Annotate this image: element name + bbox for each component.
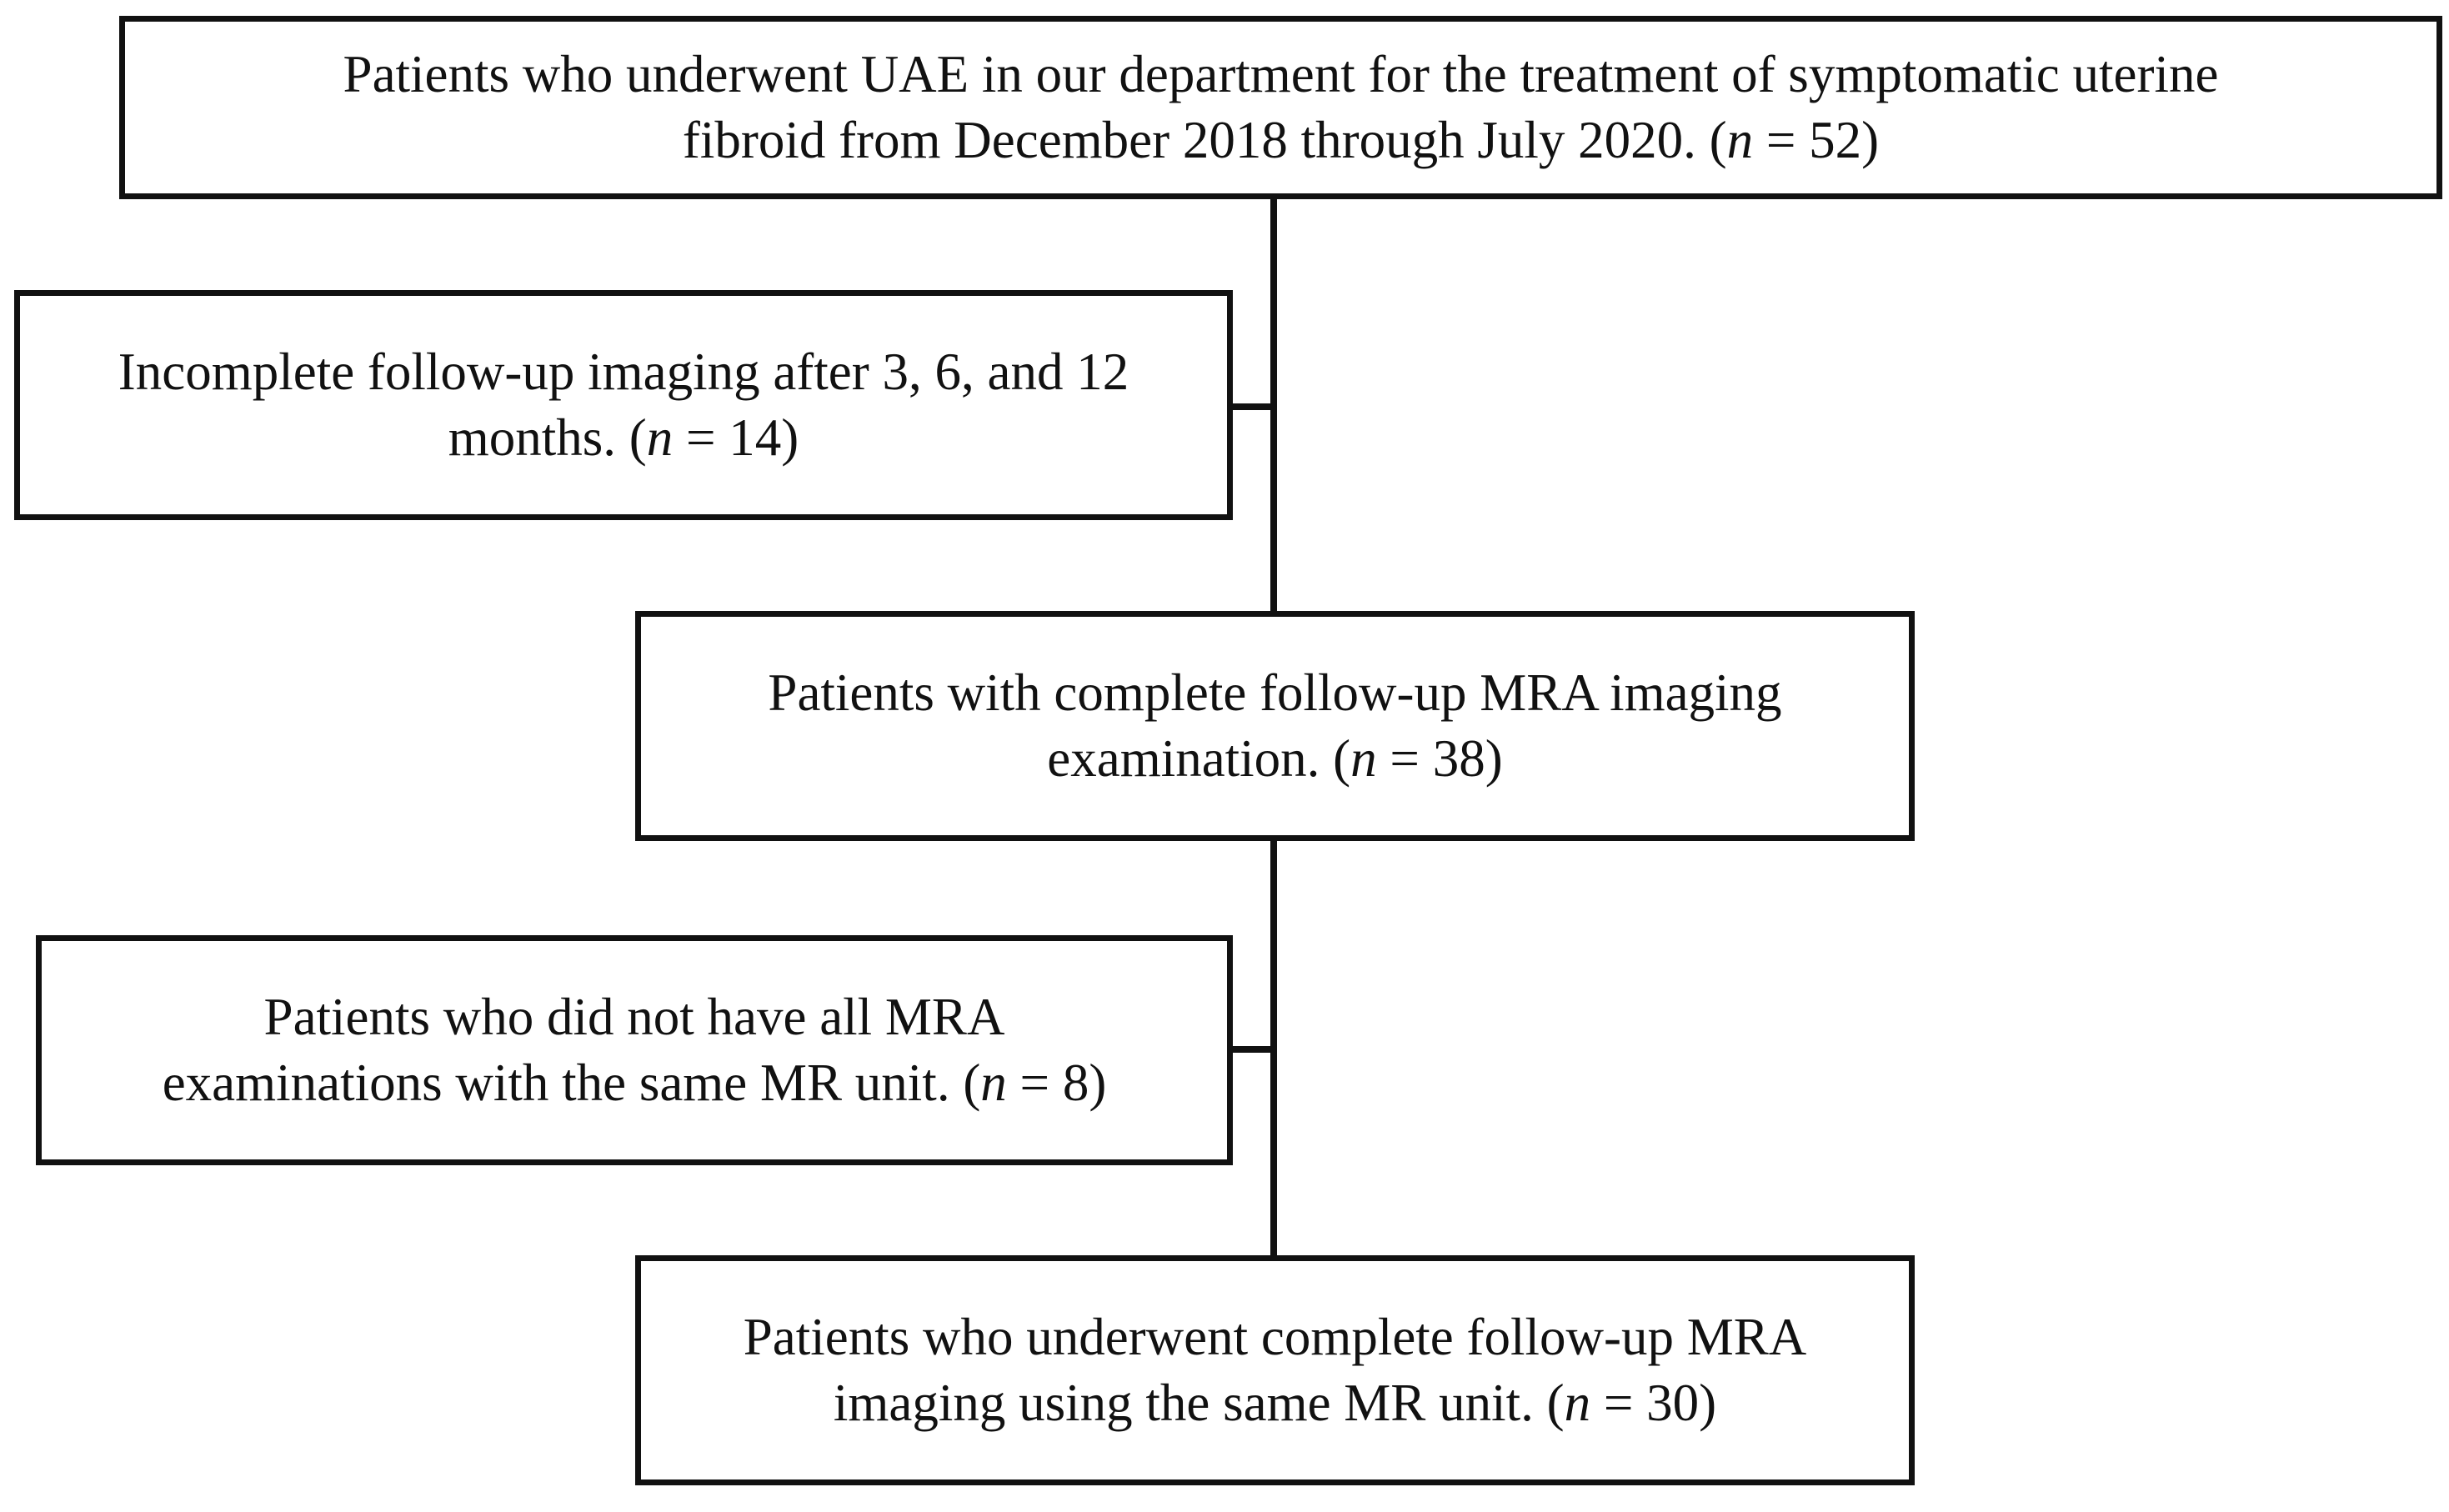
n-symbol: n <box>646 408 674 467</box>
exclusion-connector-unit <box>1229 1046 1277 1053</box>
total-patients-line1: Patients who underwent UAE in our depart… <box>343 45 2219 104</box>
final-cohort-line2: imaging using the same MR unit. ( <box>833 1374 1565 1432</box>
exclusion-connector-followup <box>1229 403 1277 410</box>
complete-followup-line1: Patients with complete follow-up MRA ima… <box>768 663 1782 723</box>
complete-followup-box: Patients with complete follow-up MRA ima… <box>635 611 1915 841</box>
incomplete-followup-box: Incomplete follow-up imaging after 3, 6,… <box>14 290 1233 520</box>
total-patients-box: Patients who underwent UAE in our depart… <box>119 16 2442 199</box>
n-symbol: n <box>1564 1374 1591 1432</box>
final-cohort-line1: Patients who underwent complete follow-u… <box>743 1308 1807 1367</box>
final-cohort-text: Patients who underwent complete follow-u… <box>744 1304 1807 1436</box>
complete-followup-text: Patients with complete follow-up MRA ima… <box>768 660 1781 792</box>
different-mr-unit-count: = 8) <box>1006 1054 1107 1112</box>
complete-followup-count: = 38) <box>1376 729 1503 788</box>
total-patients-line2: fibroid from December 2018 through July … <box>682 111 1727 169</box>
n-symbol: n <box>1726 111 1754 169</box>
total-patients-count: = 52) <box>1753 111 1880 169</box>
incomplete-followup-count: = 14) <box>673 408 799 467</box>
n-symbol: n <box>980 1054 1007 1112</box>
final-cohort-box: Patients who underwent complete follow-u… <box>635 1255 1915 1485</box>
different-mr-unit-box: Patients who did not have all MRA examin… <box>36 935 1233 1165</box>
final-cohort-count: = 30) <box>1590 1374 1717 1432</box>
n-symbol: n <box>1350 729 1377 788</box>
complete-followup-line2: examination. ( <box>1047 729 1351 788</box>
incomplete-followup-line2: months. ( <box>448 408 647 467</box>
total-patients-text: Patients who underwent UAE in our depart… <box>343 42 2219 173</box>
different-mr-unit-text: Patients who did not have all MRA examin… <box>163 984 1107 1116</box>
incomplete-followup-text: Incomplete follow-up imaging after 3, 6,… <box>118 339 1129 471</box>
different-mr-unit-line2: examinations with the same MR unit. ( <box>162 1054 981 1112</box>
incomplete-followup-line1: Incomplete follow-up imaging after 3, 6,… <box>118 343 1129 402</box>
different-mr-unit-line1: Patients who did not have all MRA <box>263 988 1005 1047</box>
